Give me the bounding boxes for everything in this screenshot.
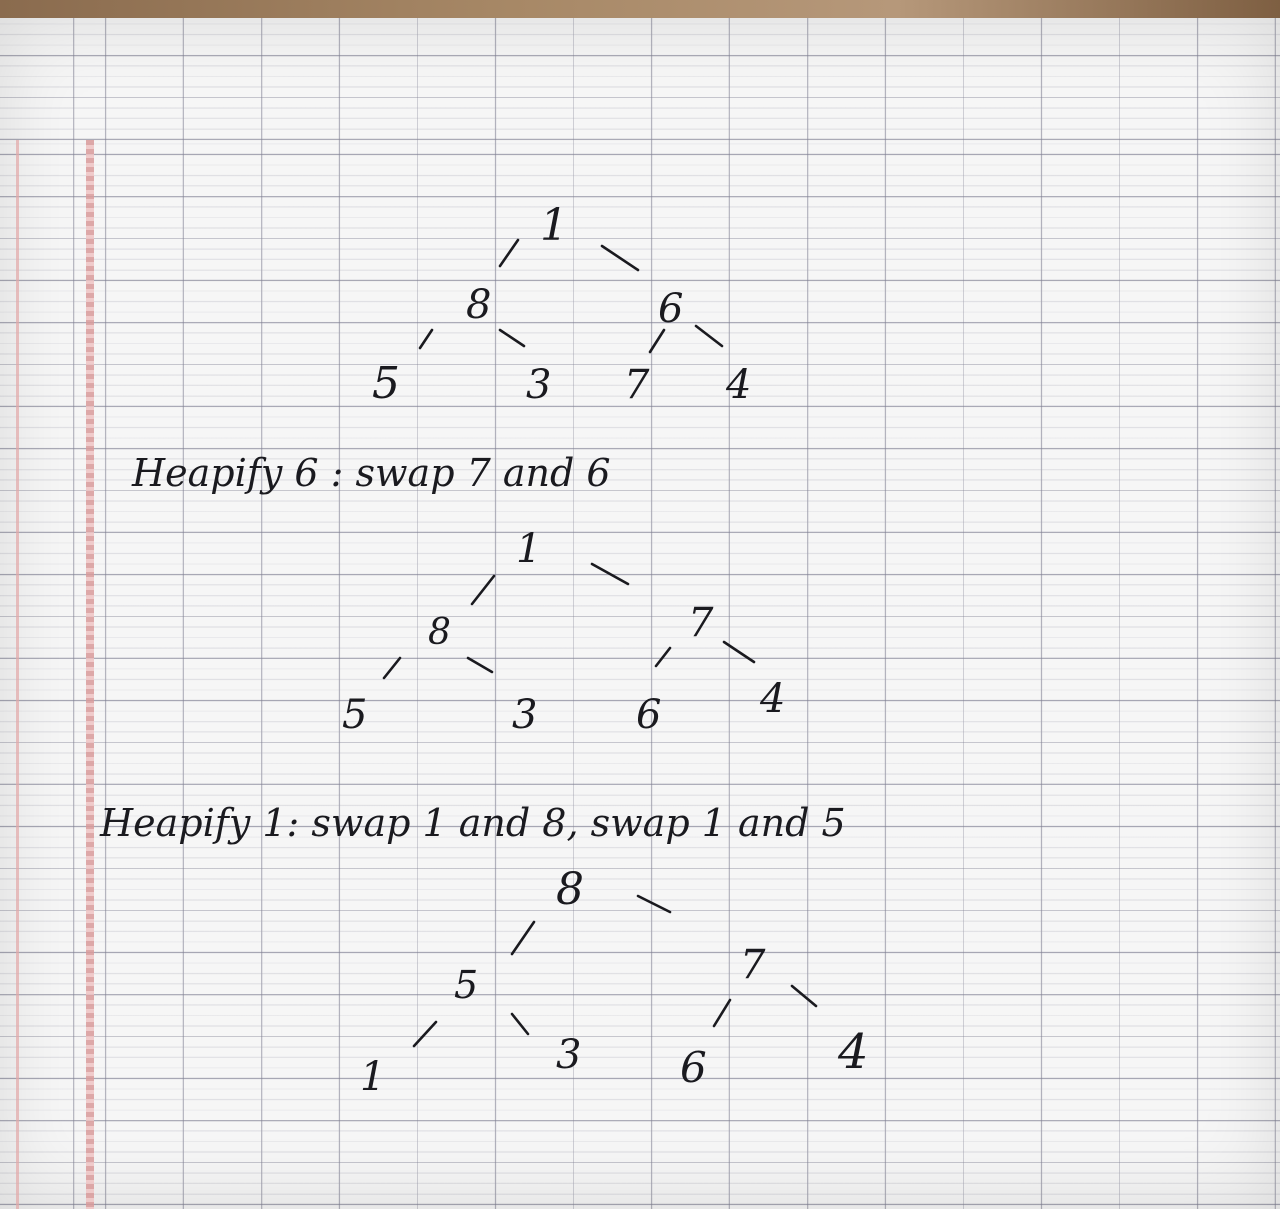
margin-line-secondary xyxy=(16,140,19,1209)
tree-node: 4 xyxy=(759,676,785,722)
edge xyxy=(510,1012,530,1036)
tree-node: 7 xyxy=(688,600,714,646)
tree-node: 6 xyxy=(658,286,683,332)
tree-node: 5 xyxy=(454,963,478,1007)
tree-node: 8 xyxy=(466,282,491,328)
tree-node: 4 xyxy=(725,362,751,408)
edge xyxy=(600,244,640,272)
edge xyxy=(636,894,672,914)
heapify-caption: Heapify 1: swap 1 and 8, swap 1 and 5 xyxy=(99,801,846,845)
tree-node: 1 xyxy=(360,1054,385,1100)
tree-node: 7 xyxy=(740,942,766,988)
tree-node: 8 xyxy=(556,864,584,915)
edge xyxy=(412,1020,438,1048)
tree-after-heapify-6: 1 8 7 5 3 6 4 xyxy=(342,526,785,738)
tree-node: 8 xyxy=(428,612,451,653)
margin-line xyxy=(86,140,94,1209)
edge xyxy=(498,238,520,268)
edge xyxy=(590,562,630,586)
edge xyxy=(510,920,536,956)
tree-node: 5 xyxy=(372,358,400,409)
tree-node: 5 xyxy=(342,692,367,738)
tree-node: 7 xyxy=(624,362,650,408)
tree-node: 3 xyxy=(556,1032,581,1078)
tree-node: 6 xyxy=(636,692,661,738)
tree-after-heapify-1: 8 5 7 1 3 6 4 xyxy=(360,864,869,1100)
heapify-caption: Heapify 6 : swap 7 and 6 xyxy=(131,451,611,495)
tree-node: 1 xyxy=(516,526,541,572)
graph-paper xyxy=(0,18,1280,1209)
edge xyxy=(498,328,526,348)
tree-node: 3 xyxy=(512,692,537,738)
edge xyxy=(466,656,494,674)
edge xyxy=(790,984,818,1008)
tree-initial: 1 8 6 5 3 7 4 xyxy=(372,200,751,409)
tree-node: 1 xyxy=(540,200,568,251)
tree-node: 4 xyxy=(837,1024,869,1080)
edge xyxy=(694,324,724,348)
edge xyxy=(418,328,434,350)
edge xyxy=(722,640,756,664)
edge xyxy=(648,328,666,354)
edge xyxy=(470,574,496,606)
tree-node: 6 xyxy=(680,1043,707,1092)
edge xyxy=(382,656,402,680)
edge xyxy=(712,998,732,1028)
tree-node: 3 xyxy=(526,362,551,408)
edge xyxy=(654,646,672,668)
